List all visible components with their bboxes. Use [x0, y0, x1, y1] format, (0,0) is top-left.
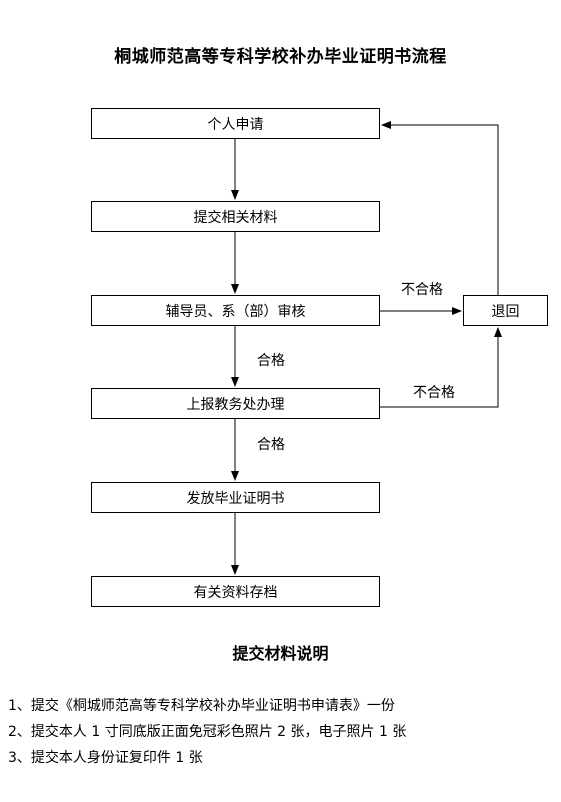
notes-list: 1、提交《桐城师范高等专科学校补办毕业证明书申请表》一份 2、提交本人 1 寸同… — [8, 693, 406, 771]
note-item: 2、提交本人 1 寸同底版正面免冠彩色照片 2 张，电子照片 1 张 — [8, 724, 407, 740]
step-label: 辅导员、系（部）审核 — [165, 303, 306, 320]
notes-title: 提交材料说明 — [232, 644, 329, 663]
arrow-return-step1 — [381, 121, 499, 295]
step-label: 提交相关材料 — [193, 209, 278, 226]
edge-label-pass: 合格 — [257, 353, 285, 369]
step-counselor-review: 辅导员、系（部）审核 — [91, 295, 380, 326]
step-archive: 有关资料存档 — [91, 576, 380, 607]
step-apply: 个人申请 — [91, 108, 380, 139]
step-label: 发放毕业证明书 — [186, 490, 285, 507]
page-title: 桐城师范高等专科学校补办毕业证明书流程 — [114, 47, 447, 67]
edge-label-pass: 合格 — [257, 437, 285, 453]
return-box: 退回 — [463, 295, 548, 326]
edge-label-fail: 不合格 — [413, 385, 455, 401]
return-label: 退回 — [491, 303, 520, 320]
step-label: 个人申请 — [207, 116, 264, 133]
step-label: 上报教务处办理 — [186, 396, 285, 413]
note-item: 1、提交《桐城师范高等专科学校补办毕业证明书申请表》一份 — [8, 698, 395, 714]
arrow-step4-return — [380, 327, 502, 408]
step-submit-materials: 提交相关材料 — [91, 201, 380, 232]
step-label: 有关资料存档 — [193, 584, 278, 601]
step-academic-office: 上报教务处办理 — [91, 388, 380, 419]
note-item: 3、提交本人身份证复印件 1 张 — [8, 750, 203, 766]
edge-label-fail: 不合格 — [401, 282, 443, 298]
step-issue-certificate: 发放毕业证明书 — [91, 482, 380, 513]
